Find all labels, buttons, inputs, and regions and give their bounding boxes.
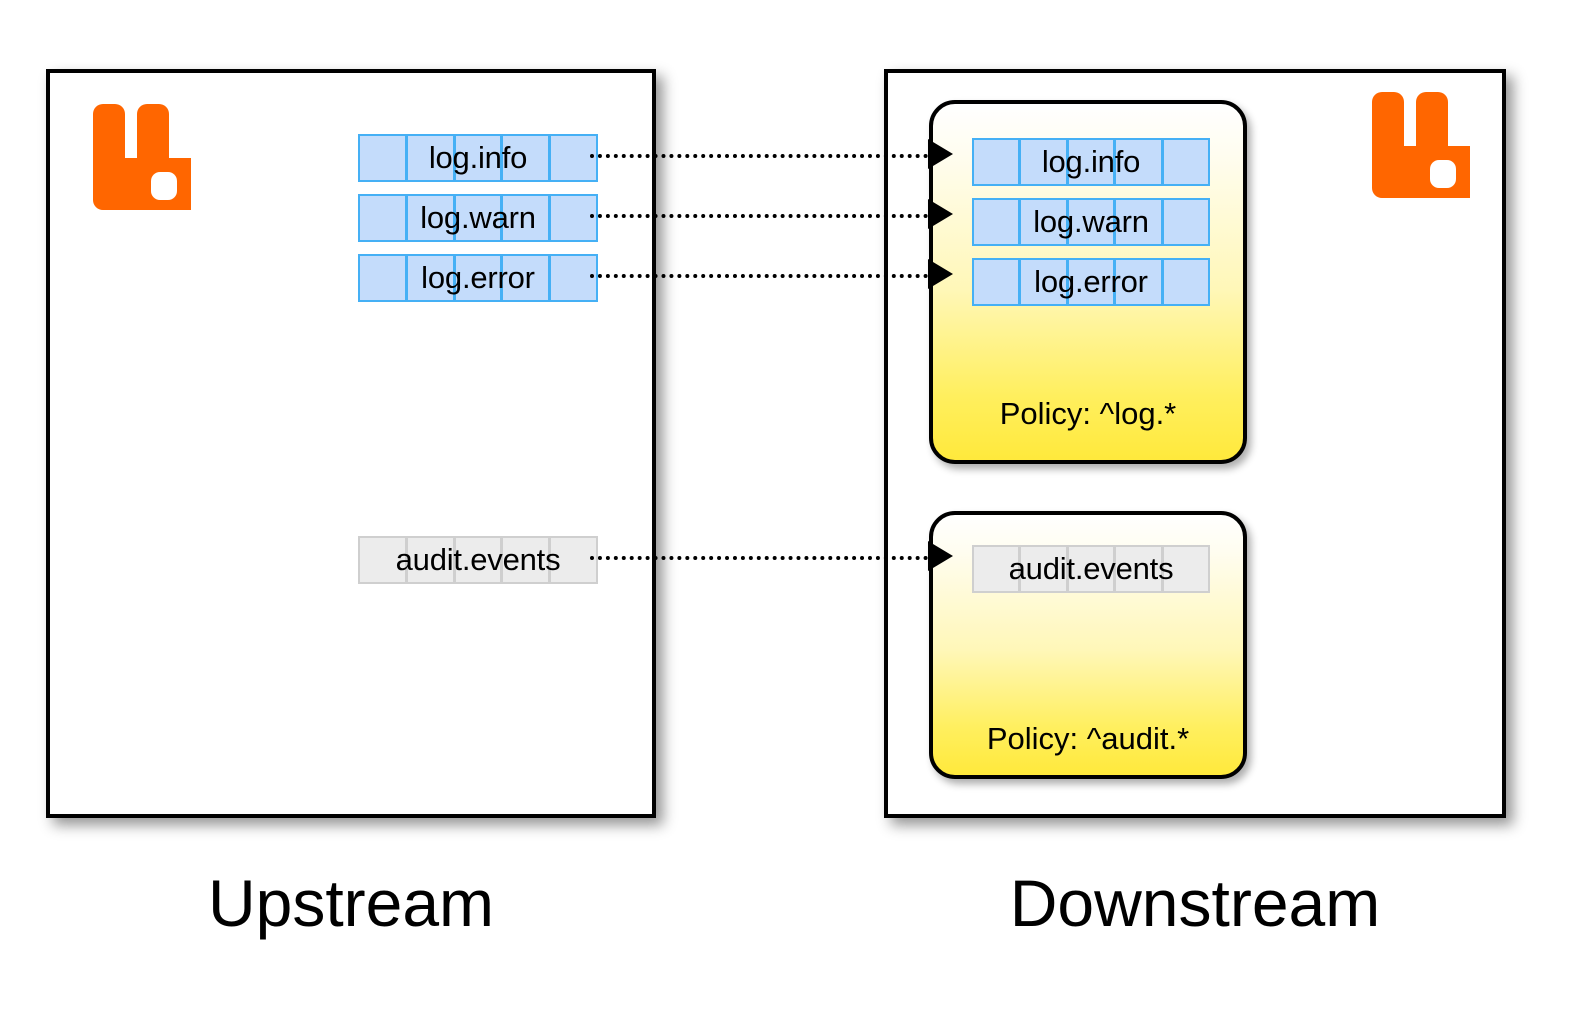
queue-log-warn[interactable]: log.warn [972,198,1211,246]
downstream-caption: Downstream [1009,866,1381,940]
queue-cell [1067,138,1116,186]
queue-cell [406,134,455,182]
queue-label: log.info [1041,144,1141,179]
downstream-broker-container: log.info log.warn log.error Policy: ^log… [884,69,1506,818]
federation-arrow-audit-events [928,541,953,571]
queue-cell [358,254,407,302]
federation-link-log-warn [590,214,928,218]
queue-label: log.warn [1033,204,1149,239]
upstream-broker-container: log.info log.warn log.error audit.events [46,69,656,818]
federation-link-log-info [590,154,928,158]
federation-link-log-error [590,274,928,278]
federation-arrow-log-info [928,139,953,169]
queue-cell [1162,258,1211,306]
queue-label: log.warn [420,200,536,235]
queue-cell [358,536,407,584]
queue-cell [358,134,407,182]
queue-label: audit.events [1008,551,1174,586]
queue-cell [406,194,455,242]
policy-group-audit[interactable]: audit.events Policy: ^audit.* [929,511,1247,779]
queue-cell [1020,138,1068,186]
queue-cell [1020,545,1068,593]
queue-cell [972,258,1021,306]
queue-label: log.error [421,260,535,295]
queue-cell [454,254,503,302]
queue-cell [1115,545,1163,593]
queue-cell [972,198,1021,246]
rabbitmq-logo-icon [1360,92,1482,198]
queue-cell [1020,258,1068,306]
queue-cell [406,254,455,302]
queue-cell [550,134,598,182]
queue-cell [406,536,455,584]
queue-log-error[interactable]: log.error [358,254,598,302]
queue-cell [1162,545,1211,593]
queue-cell [1067,198,1116,246]
queue-label: log.info [428,140,528,175]
queue-audit-events[interactable]: audit.events [972,545,1211,593]
queue-cell [358,194,407,242]
queue-cell [1067,258,1116,306]
queue-cell [1067,545,1116,593]
queue-cell [1115,258,1163,306]
rabbitmq-logo-icon [81,104,203,210]
queue-label: audit.events [395,542,561,577]
queue-cell [550,194,598,242]
queue-cell [454,134,503,182]
policy-group-log[interactable]: log.info log.warn log.error Policy: ^log… [929,100,1247,464]
federation-arrow-log-error [928,259,953,289]
queue-cell [550,536,598,584]
queue-log-info[interactable]: log.info [972,138,1211,186]
policy-label-audit: Policy: ^audit.* [986,721,1190,756]
policy-label-log: Policy: ^log.* [999,396,1177,431]
queue-cell [972,545,1021,593]
queue-cell [502,134,551,182]
queue-cell [502,536,551,584]
queue-log-info[interactable]: log.info [358,134,598,182]
queue-log-error[interactable]: log.error [972,258,1211,306]
queue-cell [550,254,598,302]
upstream-caption: Upstream [207,866,495,940]
queue-cell [1162,138,1211,186]
queue-cell [454,536,503,584]
queue-cell [1115,198,1163,246]
queue-cell [1020,198,1068,246]
queue-cell [502,254,551,302]
queue-cell [1162,198,1211,246]
queue-cell [502,194,551,242]
queue-audit-events[interactable]: audit.events [358,536,598,584]
queue-log-warn[interactable]: log.warn [358,194,598,242]
queue-cell [454,194,503,242]
queue-cell [972,138,1021,186]
queue-label: log.error [1034,264,1148,299]
federation-arrow-log-warn [928,199,953,229]
queue-cell [1115,138,1163,186]
federation-link-audit-events [590,556,928,560]
